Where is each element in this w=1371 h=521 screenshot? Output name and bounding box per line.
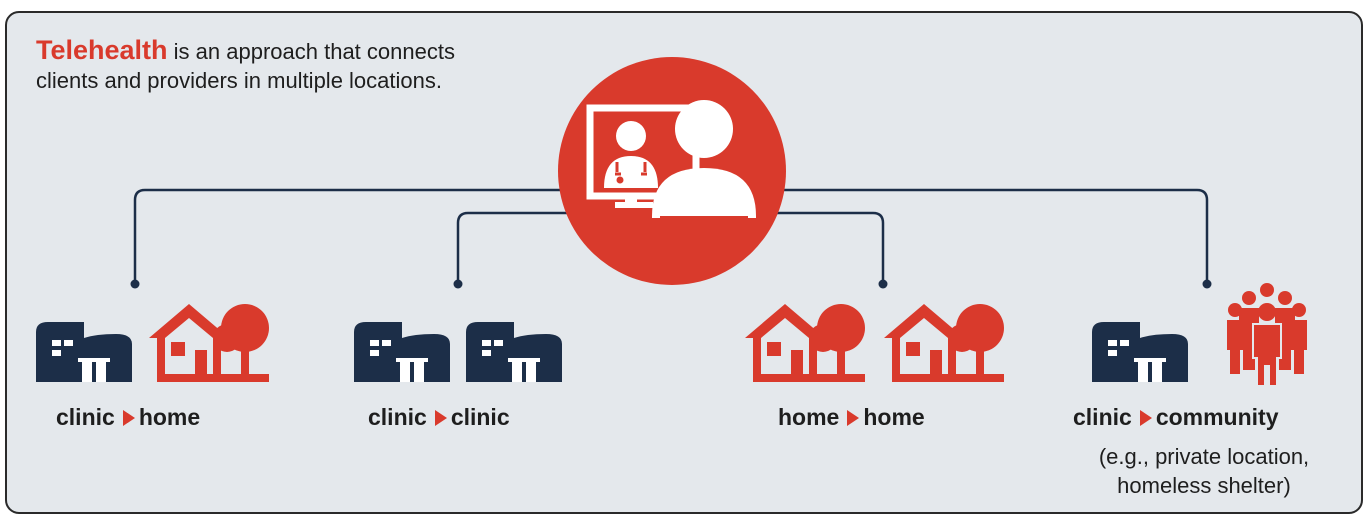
clinic-building-icon xyxy=(354,322,450,382)
community-examples-note: (e.g., private location, homeless shelte… xyxy=(1098,444,1310,498)
house-with-tree-icon xyxy=(745,304,865,382)
clinic-building-icon xyxy=(36,322,132,382)
intro-body: is an approach that connects clients and… xyxy=(36,39,455,93)
connector-dot xyxy=(1202,279,1212,289)
from-label: clinic xyxy=(56,404,115,430)
connection-label-clinic-community: clinic community xyxy=(1073,404,1279,431)
arrow-right-icon xyxy=(847,410,860,426)
to-label: clinic xyxy=(450,404,510,430)
group-of-people-icon xyxy=(1227,283,1307,386)
arrow-right-icon xyxy=(1139,410,1152,426)
telehealth-screen-icon xyxy=(558,57,786,285)
connector-dot xyxy=(130,279,140,289)
connector-dot xyxy=(453,279,463,289)
arrow-right-icon xyxy=(434,410,447,426)
from-label: clinic xyxy=(368,404,427,430)
from-label: home xyxy=(778,404,840,430)
connector-dot xyxy=(878,279,888,289)
from-label: clinic xyxy=(1073,404,1132,430)
to-label: home xyxy=(138,404,201,430)
house-with-tree-icon xyxy=(884,304,1004,382)
connection-label-clinic-home: clinic home xyxy=(56,404,200,431)
connection-label-home-home: home home xyxy=(778,404,925,431)
connection-label-clinic-clinic: clinic clinic xyxy=(368,404,510,431)
house-with-tree-icon xyxy=(149,304,269,382)
intro-text: Telehealth is an approach that connects … xyxy=(36,36,476,95)
intro-highlight: Telehealth xyxy=(36,35,168,65)
to-label: home xyxy=(863,404,925,430)
clinic-building-icon xyxy=(1092,322,1188,382)
arrow-right-icon xyxy=(122,410,135,426)
to-label: community xyxy=(1155,404,1279,430)
clinic-building-icon xyxy=(466,322,562,382)
